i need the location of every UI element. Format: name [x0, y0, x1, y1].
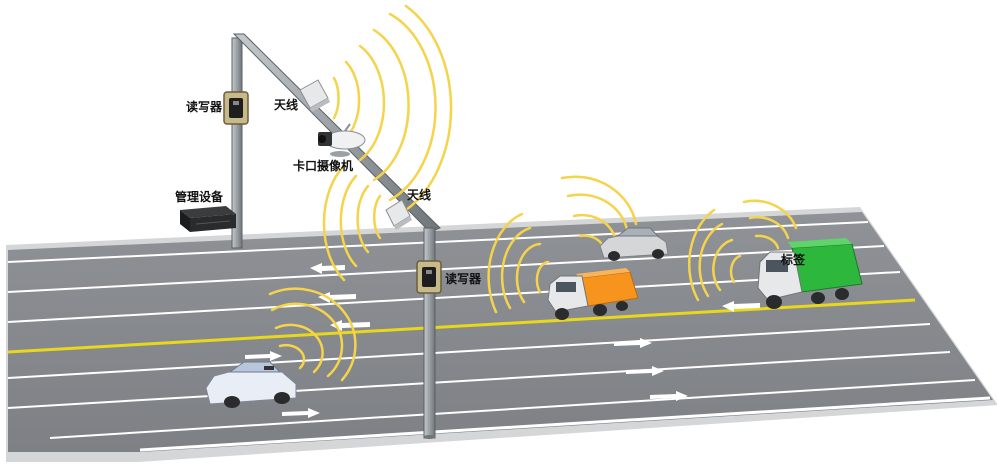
label-management: 管理设备 [175, 189, 224, 204]
label-reader-top: 读写器 [186, 99, 223, 114]
reader-top [223, 91, 249, 125]
sedan-icon [599, 227, 669, 261]
bayonet-camera [318, 123, 366, 157]
label-antenna-mid: 天线 [407, 187, 431, 202]
management-device [180, 206, 236, 232]
sedan-silver [599, 227, 669, 261]
antenna-top [299, 79, 330, 112]
label-tag: 标签 [780, 252, 806, 267]
management-device-icon [180, 206, 236, 232]
reader-bottom [416, 260, 442, 294]
antenna-mid [385, 199, 412, 230]
center-yellow-line [7, 298, 916, 354]
truck-icon [547, 268, 639, 320]
lane-lines [7, 221, 991, 452]
label-reader-bottom: 读写器 [445, 271, 482, 286]
label-camera: 卡口摄像机 [293, 158, 353, 173]
label-antenna-top: 天线 [274, 97, 298, 112]
antenna-mid-waves [322, 164, 382, 282]
truck-orange [547, 268, 639, 320]
truck-green [757, 238, 863, 309]
sedan-tag-waves [268, 287, 357, 382]
sedan-icon [205, 361, 297, 408]
sedan-white [205, 361, 297, 408]
bayonet-camera-icon [318, 123, 366, 157]
antenna-top-waves [332, 4, 453, 212]
truck-icon [757, 238, 863, 309]
truck-green-waves [687, 199, 798, 302]
